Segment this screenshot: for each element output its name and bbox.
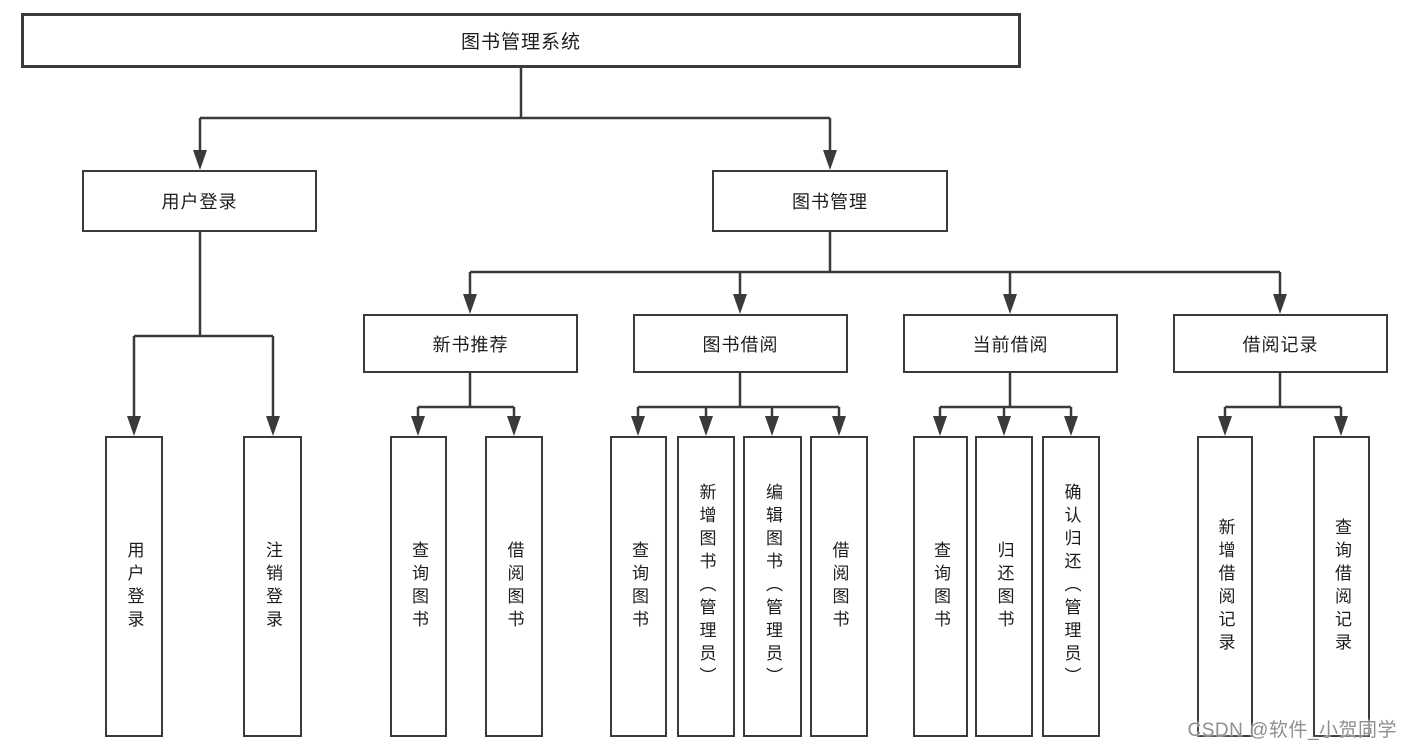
node-label: 新增借阅记录 [1215,517,1235,656]
node-label: 用户登录 [161,192,238,212]
arrowhead-icon [1064,416,1078,436]
node-label: 图书借阅 [702,334,779,355]
arrowhead-icon [699,416,713,436]
node-root-system: 图书管理系统 [21,13,1021,68]
leaf-confirm-return-admin: 确认归还（管理员） [1042,436,1100,737]
leaf-query-books-recommend: 查询图书 [390,436,447,737]
node-label: 编辑图书（管理员） [763,483,782,690]
arrowhead-icon [1218,416,1232,436]
node-book-management: 图书管理 [712,170,948,232]
node-label: 图书管理 [792,192,868,212]
arrowhead-icon [507,416,521,436]
node-label: 借阅图书 [504,540,524,633]
arrowhead-icon [765,416,779,436]
arrowhead-icon [266,416,280,436]
arrowhead-icon [733,294,747,314]
node-current-borrowing: 当前借阅 [903,314,1118,373]
leaf-query-borrow-record: 查询借阅记录 [1313,436,1370,737]
node-label: 查询图书 [931,540,950,633]
arrowhead-icon [631,416,645,436]
arrowhead-icon [463,294,477,314]
node-label: 新增图书（管理员） [696,483,716,690]
arrowhead-icon [1003,294,1017,314]
node-new-book-recommendation: 新书推荐 [363,314,578,373]
node-label: 注销登录 [263,540,282,633]
watermark: CSDN @软件_小贺同学 [1187,720,1397,741]
leaf-user-login: 用户登录 [105,436,163,737]
node-label: 用户登录 [124,540,144,633]
arrowhead-icon [127,416,141,436]
arrowhead-icon [997,416,1011,436]
arrowhead-icon [1273,294,1287,314]
leaf-add-books-admin: 新增图书（管理员） [677,436,735,737]
node-label: 确认归还（管理员） [1061,483,1081,690]
arrowhead-icon [1334,416,1348,436]
leaf-query-books-current: 查询图书 [913,436,968,737]
leaf-add-borrow-record: 新增借阅记录 [1197,436,1253,737]
arrowhead-icon [933,416,947,436]
leaf-return-books: 归还图书 [975,436,1033,737]
node-label: 查询图书 [629,540,648,633]
leaf-logout: 注销登录 [243,436,302,737]
node-label: 借阅记录 [1242,334,1319,355]
arrowhead-icon [832,416,846,436]
leaf-borrow-books-borrowing: 借阅图书 [810,436,868,737]
node-label: 查询图书 [409,540,428,633]
node-label: 归还图书 [994,540,1014,633]
node-label: 新书推荐 [432,334,509,355]
node-label: 借阅图书 [829,540,849,633]
node-label: 图书管理系统 [460,32,581,53]
node-book-borrowing: 图书借阅 [633,314,848,373]
arrowhead-icon [823,150,837,170]
leaf-borrow-books-recommend: 借阅图书 [485,436,543,737]
leaf-edit-books-admin: 编辑图书（管理员） [743,436,802,737]
node-borrowing-records: 借阅记录 [1173,314,1388,373]
node-label: 查询借阅记录 [1332,517,1351,656]
arrowhead-icon [411,416,425,436]
arrowhead-icon [193,150,207,170]
leaf-query-books-borrowing: 查询图书 [610,436,667,737]
node-label: 当前借阅 [972,334,1049,355]
node-user-login: 用户登录 [82,170,317,232]
